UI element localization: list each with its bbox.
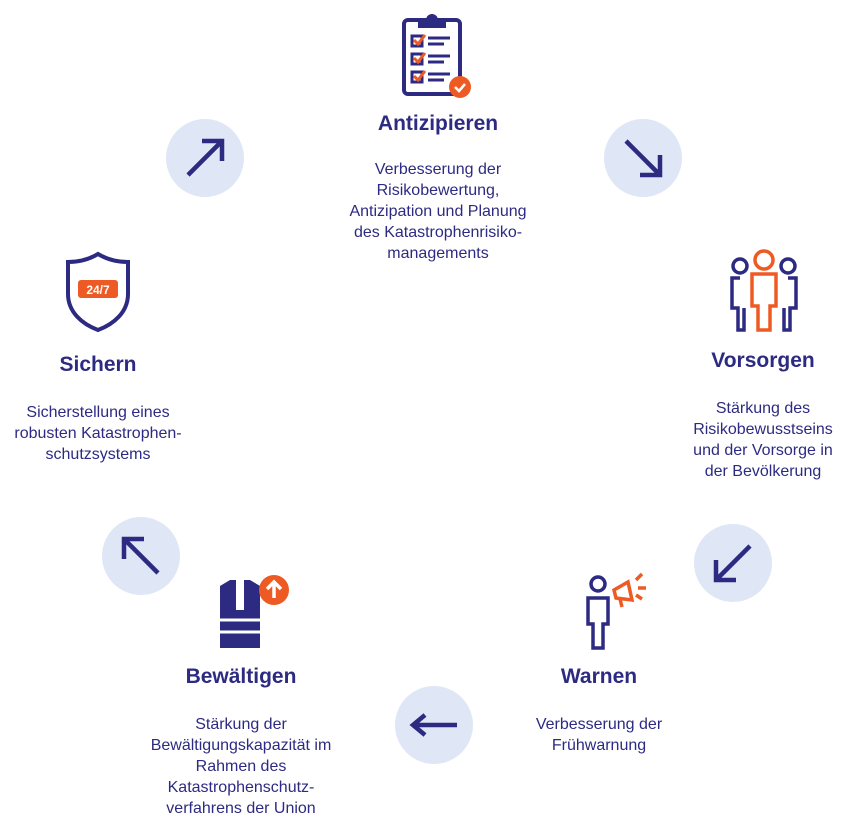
step-text: Stärkung der Bewältigungskapazität im Ra…: [150, 716, 332, 817]
step-title: Vorsorgen: [711, 349, 815, 372]
badge-24-7: 24/7: [86, 283, 110, 297]
shield-24-7-icon: 24/7: [66, 251, 130, 333]
step-text: Verbesserung der Frühwarnung: [535, 716, 663, 754]
step-antizipieren: Antizipieren Verbesserung der Risikobewe…: [349, 112, 526, 264]
people-group-icon: [730, 249, 798, 332]
arrow-southwest-icon: [694, 524, 772, 602]
step-text: Stärkung des Risikobewusstseins und der …: [693, 400, 833, 480]
arrow-southeast-icon: [604, 119, 682, 197]
step-title: Warnen: [560, 665, 638, 688]
step-text: Verbesserung der Risikobewertung, Antizi…: [349, 161, 527, 262]
step-title: Bewältigen: [185, 665, 297, 688]
clipboard-checklist-icon: [402, 14, 471, 98]
person-megaphone-icon: [586, 572, 646, 650]
arrow-northeast-icon: [166, 119, 244, 197]
step-title: Antizipieren: [377, 112, 499, 135]
arrow-northwest-icon: [102, 517, 180, 595]
safety-vest-icon: [218, 575, 289, 648]
step-text: Sicherstellung eines robusten Katastroph…: [14, 404, 182, 463]
step-vorsorgen: Vorsorgen Stärkung des Risikobewusstsein…: [693, 349, 833, 482]
step-sichern: Sichern Sicherstellung eines robusten Ka…: [14, 353, 181, 465]
step-bewaeltigen: Bewältigen Stärkung der Bewältigungskapa…: [151, 665, 332, 819]
step-title: Sichern: [59, 353, 137, 376]
arrow-west-icon: [395, 686, 473, 764]
step-warnen: Warnen Verbesserung der Frühwarnung: [536, 665, 662, 756]
